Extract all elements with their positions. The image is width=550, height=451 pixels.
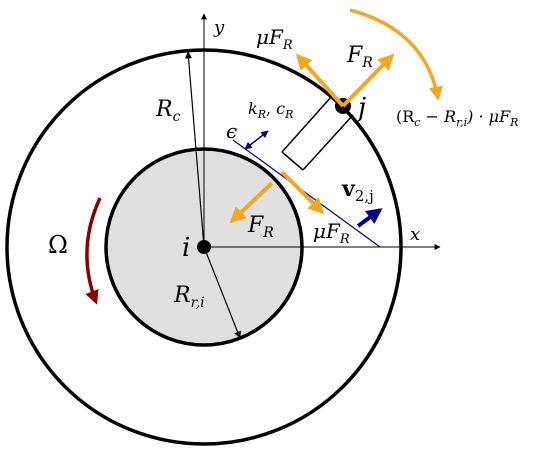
epsilon-label: ϵ <box>226 119 237 143</box>
outer-radius-line <box>184 51 205 248</box>
omega-label: Ω <box>48 231 68 259</box>
x-axis-label: x <box>410 224 420 245</box>
normal-force-arrow-inner <box>229 181 274 224</box>
outer-radius-label: Rc <box>155 97 181 125</box>
normal-force-outer-label: FR <box>346 43 373 71</box>
friction-force-outer-label: μFR <box>256 25 293 53</box>
center-point-i <box>197 240 211 254</box>
spring-element-line-a <box>281 95 333 153</box>
epsilon-gap-arrow <box>244 130 269 150</box>
gap-boundary-line <box>232 139 381 248</box>
rotation-arrow <box>85 197 102 305</box>
velocity-label: v2,j <box>341 176 374 205</box>
spring-element-line-c <box>281 151 304 171</box>
spring-element-line-b <box>302 114 354 171</box>
normal-force-inner-label: FR <box>247 213 274 241</box>
friction-force-inner-label: μFR <box>313 219 350 247</box>
velocity-arrow <box>356 208 383 228</box>
spring-damper-label: kR, cR <box>248 99 293 121</box>
friction-force-arrow-inner <box>280 170 325 215</box>
friction-force-arrow-outer <box>295 53 345 108</box>
y-axis-label: y <box>213 17 225 38</box>
moment-label: (Rc − Rr,i) · μFR <box>396 107 518 129</box>
inner-radius-label: Rr,i <box>173 283 205 311</box>
moment-arrow <box>349 8 443 101</box>
point-i-label: i <box>182 233 190 263</box>
inner-radius-line <box>203 246 241 339</box>
normal-force-arrow-outer <box>341 53 395 108</box>
